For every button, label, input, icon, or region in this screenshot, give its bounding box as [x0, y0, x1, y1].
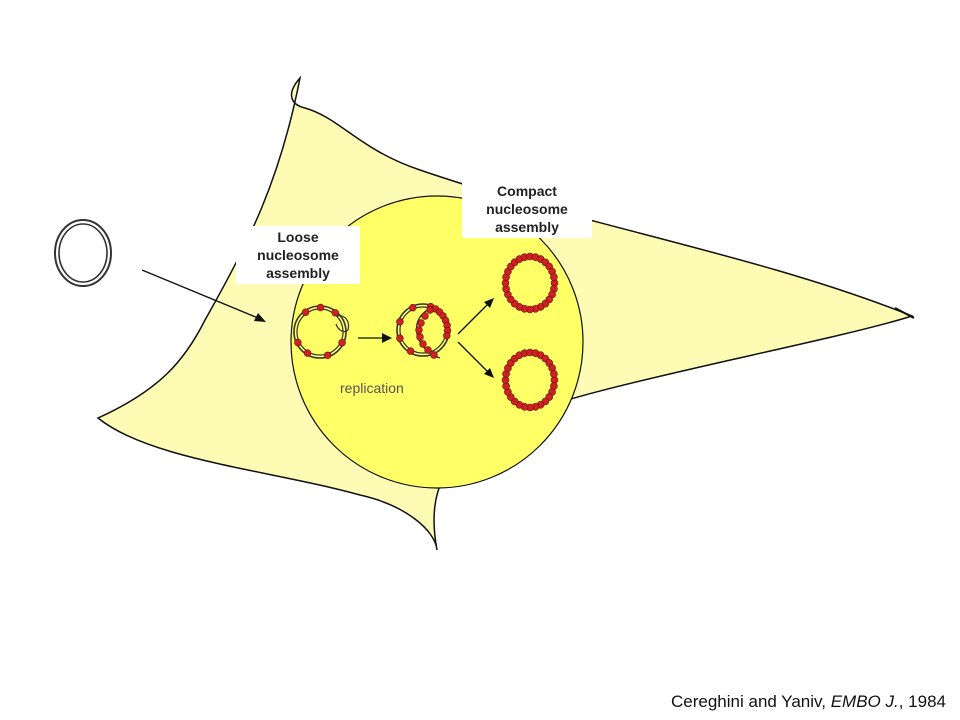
loose-minichromosome — [293, 303, 350, 359]
nucleosome-bead — [396, 318, 404, 326]
loose-label-line-2: nucleosome — [257, 247, 339, 263]
citation: Cereghini and Yaniv, EMBO J., 1984 — [671, 692, 946, 712]
nucleosome-bead — [421, 312, 429, 320]
nucleosome-bead — [415, 326, 423, 334]
cell-edge-tail — [894, 307, 915, 319]
compact-label-line-2: nucleosome — [486, 201, 568, 217]
plasmid-circle — [54, 219, 112, 287]
replication-label: replication — [340, 380, 404, 396]
nucleosome-bead — [416, 333, 424, 341]
nucleosome-bead — [426, 306, 434, 314]
nucleosome-bead — [419, 340, 427, 348]
nucleosome-bead — [316, 303, 325, 312]
compact-bottom-nucleosomes — [501, 348, 559, 412]
replicating-nucleosomes — [396, 303, 452, 359]
nucleosome-bead — [406, 347, 415, 355]
nucleosome-bead — [338, 339, 346, 347]
nucleosome-bead — [417, 319, 425, 327]
compact-top-nucleosomes — [501, 252, 559, 314]
citation-authors: Cereghini and Yaniv, — [671, 692, 831, 711]
compact-minichromosome-top — [501, 252, 559, 314]
nucleosome-bead — [550, 273, 558, 281]
replicating-minichromosome — [396, 303, 452, 359]
loose-label-line-3: assembly — [266, 265, 330, 281]
nucleosome-bead — [294, 338, 302, 347]
loose-nucleosomes — [294, 303, 346, 359]
nucleosome-bead — [303, 349, 312, 357]
compact-label-line-1: Compact — [497, 183, 557, 199]
citation-journal: EMBO J. — [830, 692, 899, 711]
nucleosome-bead — [550, 370, 558, 378]
compact-label-line-3: assembly — [495, 219, 559, 235]
compact-minichromosome-bottom — [501, 348, 559, 412]
nucleosome-bead — [443, 332, 451, 340]
citation-year: , 1984 — [898, 692, 946, 711]
replication-arrow — [358, 333, 392, 343]
nucleosome-bead — [424, 346, 432, 354]
branch-arrow-bottom — [457, 341, 494, 378]
nucleosome-bead — [409, 304, 417, 312]
loose-assembly-label: Loose nucleosome assembly — [236, 226, 360, 284]
nucleosome-bead — [331, 309, 339, 317]
compact-assembly-label: Compact nucleosome assembly — [462, 180, 592, 238]
nucleosome-bead — [301, 308, 310, 316]
branch-arrow-top — [457, 298, 494, 335]
loose-label-line-1: Loose — [277, 229, 319, 245]
nucleosome-bead — [430, 351, 438, 359]
nucleosome-bead — [396, 334, 404, 342]
nucleosome-bead — [324, 351, 332, 359]
entry-arrow — [141, 269, 266, 322]
